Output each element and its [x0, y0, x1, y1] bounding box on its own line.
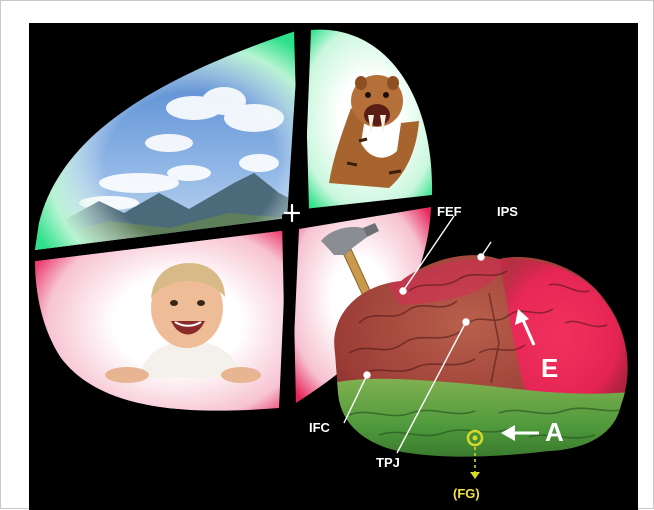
diagram-svg: E A (FG) [29, 23, 638, 510]
label-a: A [545, 417, 564, 447]
quadrant-sabertooth-tiger [299, 23, 439, 213]
label-fef: FEF [437, 204, 462, 219]
label-ips: IPS [497, 204, 518, 219]
label-fg: (FG) [453, 486, 480, 501]
diagram-stage: E A (FG) [29, 23, 638, 510]
label-tpj: TPJ [376, 455, 400, 470]
label-ifc: IFC [309, 420, 331, 435]
label-e: E [541, 353, 558, 383]
